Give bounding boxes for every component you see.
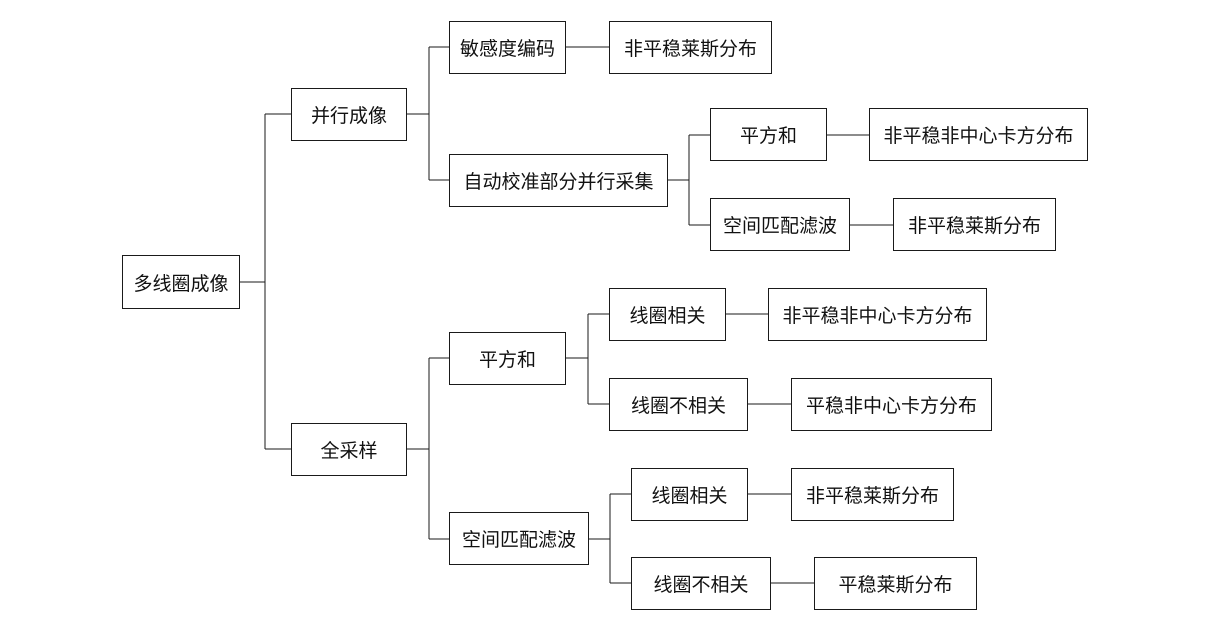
result-sos-uncorrelated-stationary-noncentral-chi: 平稳非中心卡方分布	[791, 378, 992, 431]
node-auto-calibrating-parallel: 自动校准部分并行采集	[449, 154, 668, 207]
result-smf-correlated-nonstationary-rician: 非平稳莱斯分布	[791, 468, 954, 521]
node-full-spatial-matched-filter: 空间匹配滤波	[449, 512, 589, 565]
node-acp-spatial-matched-filter: 空间匹配滤波	[710, 198, 850, 251]
result-sos-correlated-nonstationary-noncentral-chi: 非平稳非中心卡方分布	[768, 288, 987, 341]
node-sos-coil-uncorrelated: 线圈不相关	[609, 378, 748, 431]
result-smf-uncorrelated-stationary-rician: 平稳莱斯分布	[814, 557, 977, 610]
node-smf-coil-correlated: 线圈相关	[631, 468, 748, 521]
result-sense-nonstationary-rician: 非平稳莱斯分布	[609, 21, 772, 74]
node-full-sum-of-squares: 平方和	[449, 332, 566, 385]
node-multicoil-imaging: 多线圈成像	[122, 255, 240, 309]
node-smf-coil-uncorrelated: 线圈不相关	[631, 557, 771, 610]
node-full-sampling: 全采样	[291, 423, 407, 476]
node-parallel-imaging: 并行成像	[291, 88, 407, 141]
node-acp-sum-of-squares: 平方和	[710, 108, 827, 161]
result-acp-sos-nonstationary-noncentral-chi: 非平稳非中心卡方分布	[869, 108, 1088, 161]
node-sensitivity-encoding: 敏感度编码	[449, 21, 566, 74]
result-acp-smf-nonstationary-rician: 非平稳莱斯分布	[893, 198, 1056, 251]
node-sos-coil-correlated: 线圈相关	[609, 288, 726, 341]
